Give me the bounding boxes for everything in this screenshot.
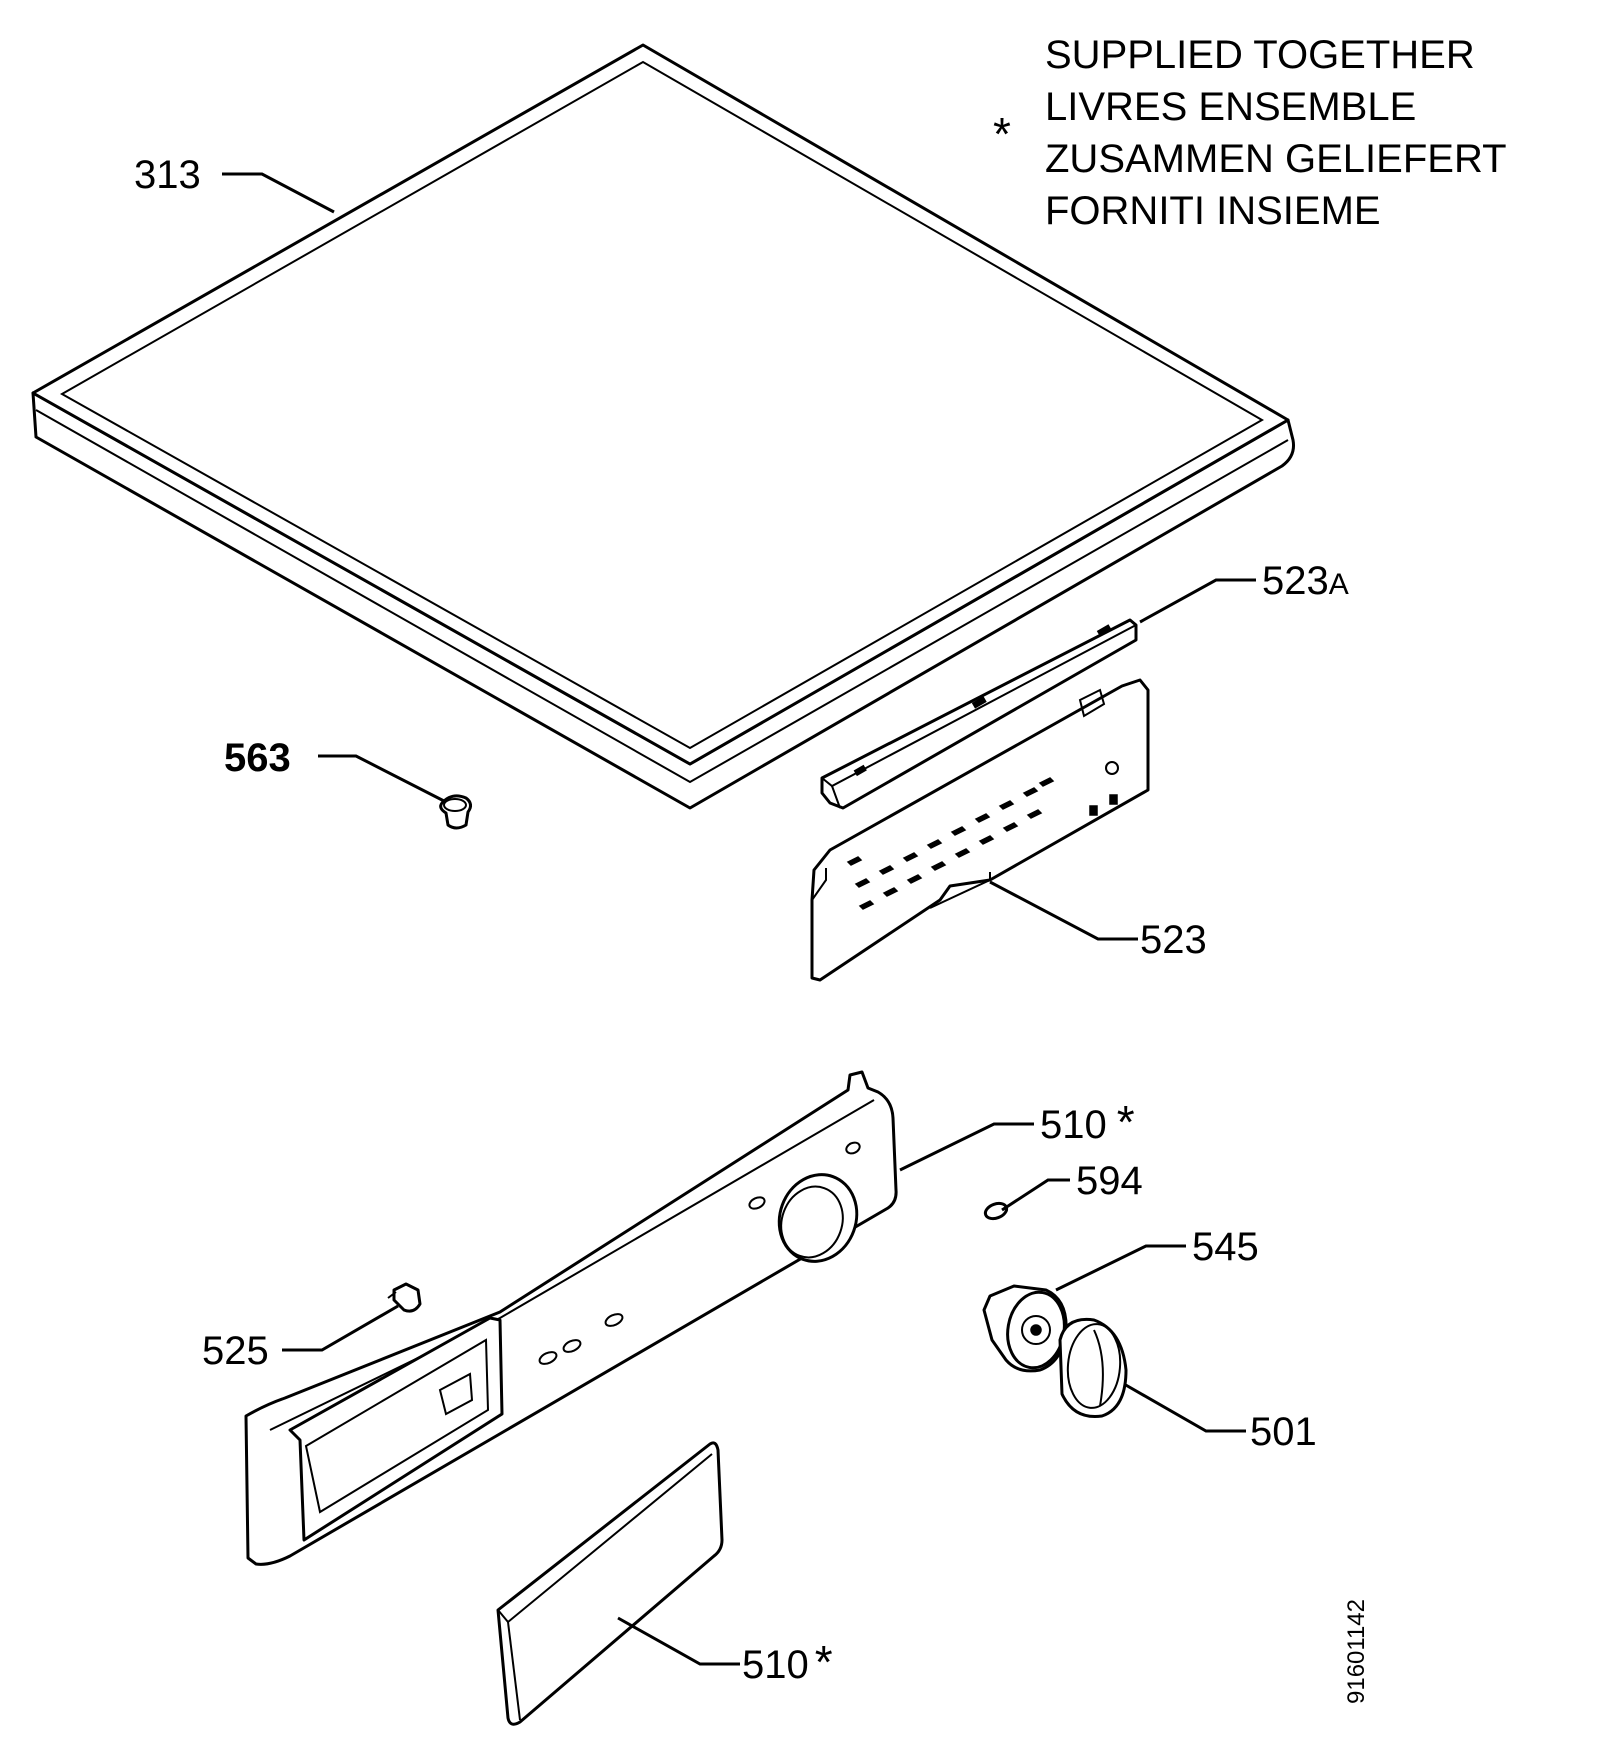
label-510-top: 510* bbox=[1040, 1096, 1135, 1148]
part-510-dispenser-handle bbox=[496, 1441, 724, 1726]
label-510-bottom-number: 510 bbox=[742, 1643, 809, 1687]
legend-block: * SUPPLIED TOGETHER LIVRES ENSEMBLE ZUSA… bbox=[993, 33, 1507, 233]
part-313-top-cover bbox=[31, 43, 1295, 810]
leader-lines bbox=[222, 172, 1256, 1666]
label-501: 501 bbox=[1250, 1410, 1317, 1454]
part-523a-bracket bbox=[820, 618, 1138, 810]
part-501-knob bbox=[1058, 1317, 1128, 1419]
legend-line-3: ZUSAMMEN GELIEFERT bbox=[1045, 137, 1507, 181]
part-510-control-panel bbox=[244, 1070, 898, 1566]
part-594-lamp bbox=[983, 1201, 1009, 1221]
drawing-number: 91601142 bbox=[1343, 1599, 1370, 1704]
label-523: 523 bbox=[1140, 918, 1207, 962]
legend-line-4: FORNITI INSIEME bbox=[1045, 189, 1381, 233]
label-510-top-mark: * bbox=[1117, 1096, 1135, 1148]
legend-line-2: LIVRES ENSEMBLE bbox=[1045, 85, 1416, 129]
label-510-top-number: 510 bbox=[1040, 1103, 1107, 1147]
legend-line-1: SUPPLIED TOGETHER bbox=[1045, 33, 1475, 77]
part-525-lamp bbox=[387, 1282, 422, 1313]
label-313: 313 bbox=[134, 153, 201, 197]
part-523-control-board bbox=[810, 678, 1150, 982]
label-510-bottom: 510* bbox=[742, 1636, 833, 1688]
label-510-bottom-mark: * bbox=[815, 1636, 833, 1688]
label-525: 525 bbox=[202, 1329, 269, 1373]
label-563: 563 bbox=[224, 736, 291, 780]
label-523a-number: 523 bbox=[1262, 559, 1329, 603]
label-523a: 523A bbox=[1262, 559, 1349, 603]
legend-asterisk: * bbox=[993, 108, 1011, 160]
label-545: 545 bbox=[1192, 1225, 1259, 1269]
part-563-plug bbox=[439, 794, 473, 830]
part-545-selector bbox=[982, 1284, 1068, 1373]
label-523a-suffix: A bbox=[1329, 568, 1349, 601]
part-labels: 313 563 523A 523 510* 594 545 525 501 51… bbox=[134, 153, 1349, 1688]
board-slots bbox=[846, 777, 1055, 910]
label-594: 594 bbox=[1076, 1159, 1143, 1203]
